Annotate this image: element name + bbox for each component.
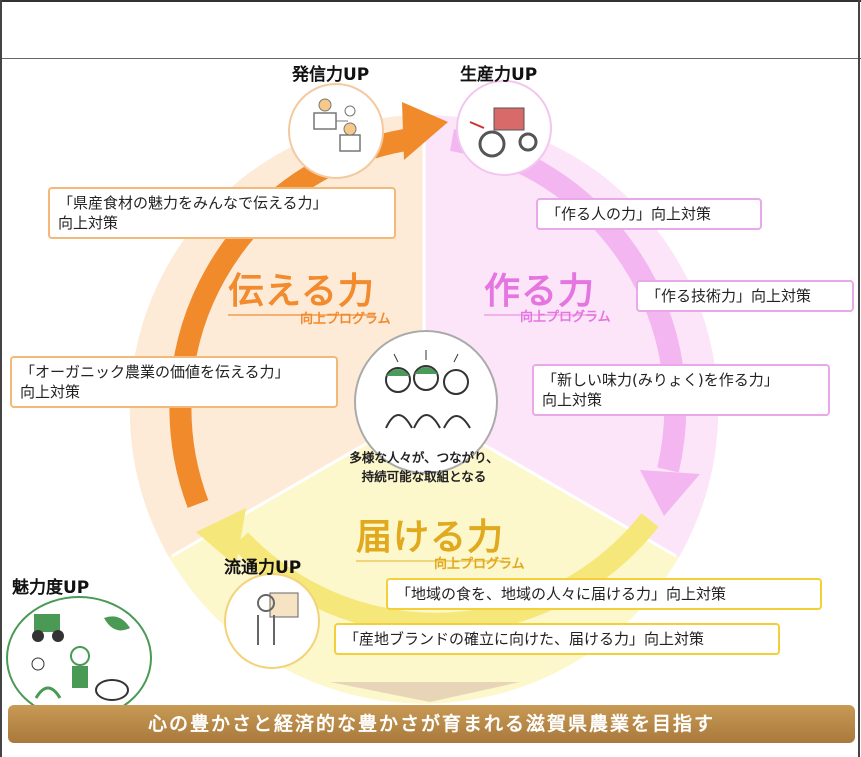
center-caption-line1: 多様な人々が、つながり、	[349, 450, 499, 465]
box-pink-3: 「新しい味力(みりょく)を作る力」 向上対策	[532, 364, 830, 416]
title-tsutaeru: 伝える力	[228, 262, 375, 316]
miryoku-icon	[6, 596, 152, 720]
box-pink-2-text: 「作る技術力」向上対策	[646, 287, 812, 305]
sub-tsutaeru: 向上プログラム	[300, 312, 391, 327]
label-miryoku: 魅力度UP	[12, 578, 90, 598]
ryutsu-icon	[224, 573, 320, 669]
box-yellow-1-text: 「地域の食を、地域の人々に届ける力」向上対策	[396, 585, 727, 603]
arrowhead-yellow	[196, 508, 246, 566]
box-yellow-1: 「地域の食を、地域の人々に届ける力」向上対策	[386, 578, 822, 610]
box-yellow-2-text: 「産地ブランドの確立に向けた、届ける力」向上対策	[344, 630, 705, 648]
arrowhead-pink	[640, 470, 700, 516]
center-caption: 多様な人々が、つながり、 持続可能な取組となる	[344, 448, 504, 486]
goal-banner: 心の豊かさと経済的な豊かさが育まれる滋賀県農業を目指す	[8, 705, 855, 743]
box-pink-2: 「作る技術力」向上対策	[636, 280, 854, 312]
box-orange-1: 「県産食材の魅力をみんなで伝える力」 向上対策	[48, 187, 396, 239]
top-border	[0, 0, 861, 2]
box-orange-1-line1: 「県産食材の魅力をみんなで伝える力」	[58, 194, 328, 212]
sub-todokeru: 向上プログラム	[434, 557, 525, 572]
center-people-icon	[354, 330, 498, 474]
title-tsukuru: 作る力	[484, 262, 596, 316]
box-pink-1-text: 「作る人の力」向上対策	[546, 205, 712, 223]
box-orange-1-line2: 向上対策	[58, 214, 119, 232]
box-pink-3-line1: 「新しい味力(みりょく)を作る力」	[542, 371, 779, 389]
box-orange-2: 「オーガニック農業の価値を伝える力」 向上対策	[10, 356, 338, 408]
down-arrow-shape	[330, 682, 520, 702]
box-pink-3-line2: 向上対策	[542, 391, 603, 409]
sub-tsukuru: 向上プログラム	[520, 310, 611, 325]
box-orange-2-line2: 向上対策	[20, 383, 81, 401]
title-todokeru: 届ける力	[356, 508, 505, 562]
left-border	[0, 0, 2, 757]
hasshin-icon	[288, 83, 384, 179]
center-caption-line2: 持続可能な取組となる	[361, 469, 487, 484]
seisan-icon	[456, 80, 552, 176]
right-border	[858, 0, 860, 757]
box-orange-2-line1: 「オーガニック農業の価値を伝える力」	[20, 363, 290, 381]
box-yellow-2: 「産地ブランドの確立に向けた、届ける力」向上対策	[334, 623, 780, 655]
arrowhead-orange	[402, 102, 448, 160]
top-divider	[0, 58, 861, 59]
label-seisan: 生産力UP	[460, 65, 538, 85]
label-hasshin: 発信力UP	[292, 65, 370, 85]
box-pink-1: 「作る人の力」向上対策	[536, 198, 762, 230]
label-ryutsu: 流通力UP	[224, 558, 302, 578]
